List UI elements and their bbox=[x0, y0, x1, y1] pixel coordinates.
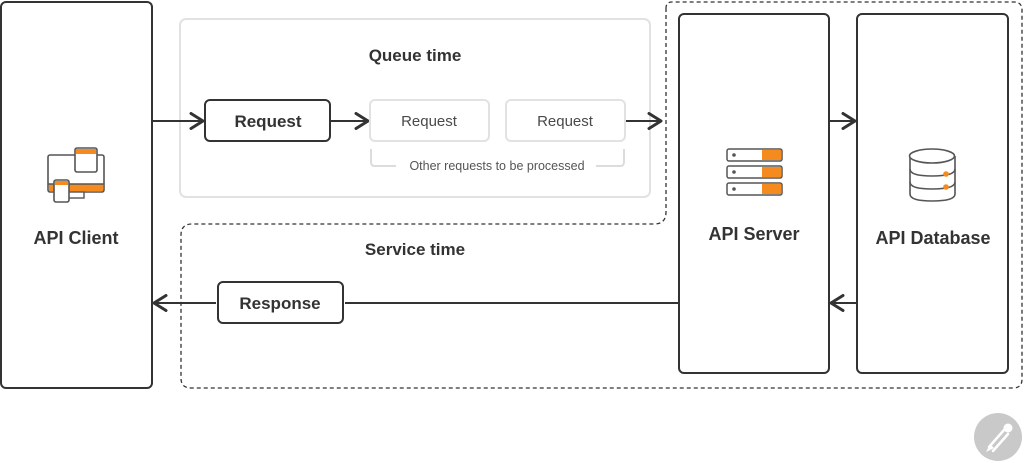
pending-requests-caption: Other requests to be processed bbox=[409, 159, 584, 173]
pending-request-label: Request bbox=[401, 113, 458, 130]
api-client-label: API Client bbox=[33, 228, 118, 248]
active-request-box bbox=[204, 99, 331, 142]
service-time-region bbox=[180, 1, 1023, 389]
active-request-label: Request bbox=[234, 112, 301, 131]
pending-request-box bbox=[505, 99, 626, 142]
pending-request-box bbox=[369, 99, 490, 142]
database-icon bbox=[908, 148, 956, 202]
pending-request-label: Request bbox=[537, 113, 594, 130]
devices-icon bbox=[47, 147, 105, 203]
queue-time-title: Queue time bbox=[369, 46, 462, 65]
server-rack-icon bbox=[726, 148, 783, 196]
response-label: Response bbox=[239, 294, 320, 313]
service-time-title: Service time bbox=[365, 240, 465, 259]
pending-requests-bracket bbox=[370, 149, 625, 167]
response-box bbox=[217, 281, 344, 324]
postman-logo-icon bbox=[974, 413, 1022, 461]
api-server-label: API Server bbox=[708, 224, 799, 244]
api-database-label: API Database bbox=[875, 228, 990, 248]
